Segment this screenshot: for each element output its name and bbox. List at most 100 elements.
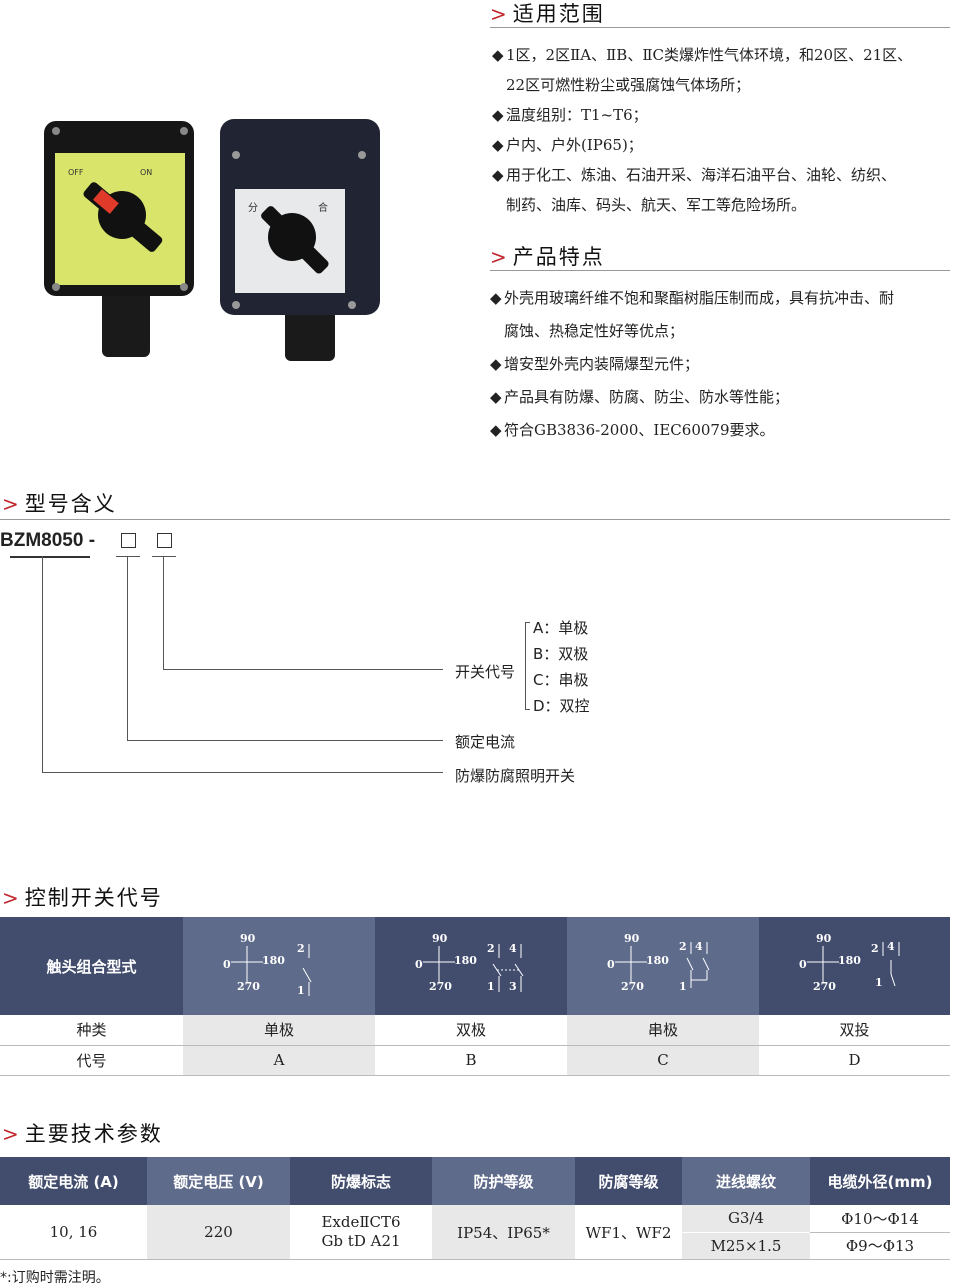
switch-option-b: B：双极 [533, 645, 589, 663]
model-divider [0, 519, 950, 520]
features-section-title: >产品特点 [490, 241, 605, 271]
terminal-1: 1 [679, 980, 687, 993]
chevron-right-icon: > [490, 2, 509, 26]
column-header: 额定电压 (V) [147, 1157, 290, 1205]
terminal-4: 4 [887, 940, 895, 953]
kind-row-label: 种类 [76, 1021, 107, 1040]
list-item-text: 温度组别：T1~T6； [506, 106, 648, 124]
column-header: 防护等级 [432, 1157, 575, 1205]
ex-mark-line-2: Gb tD A21 [321, 1232, 401, 1250]
angle-0: 0 [607, 958, 615, 971]
list-item: ◆1区，2区ⅡA、ⅡB、ⅡC类爆炸性气体环境，和20区、21区、 [492, 40, 955, 70]
contact-diagram-single-pole: 90 0 180 270 2 1 [223, 932, 312, 997]
column-header: 防腐等级 [575, 1157, 682, 1205]
bullet-diamond-icon: ◆ [492, 46, 504, 64]
options-bracket-bottom [525, 709, 530, 710]
angle-0: 0 [415, 958, 423, 971]
protection-cell: IP54、IP65* [432, 1205, 575, 1259]
contact-diagram-series-pole: 90 0 180 270 2 1 4 [607, 932, 710, 993]
switch-code-connector-v [163, 556, 164, 670]
terminal-2: 2 [871, 942, 879, 955]
control-switch-table: 触头组合型式 90 0 180 270 2 1 90 [0, 917, 950, 1076]
list-item: ◆外壳用玻璃纤维不饱和聚酯树脂压制而成，具有抗冲击、耐 [490, 282, 955, 315]
list-item: ◆户内、户外(IP65)； [492, 130, 955, 160]
angle-180: 180 [454, 954, 477, 967]
list-item-continuation: 制药、油库、码头、航天、军工等危险场所。 [506, 196, 807, 214]
terminal-4: 4 [695, 940, 703, 953]
switch-code-connector-h [163, 669, 443, 670]
angle-90: 90 [624, 932, 640, 945]
params-section-title: >主要技术参数 [2, 1118, 163, 1148]
terminal-1: 1 [487, 980, 495, 993]
box2-underline [152, 556, 176, 557]
scope-title-text: 适用范围 [512, 2, 605, 26]
cable-cell: Φ9～Φ13 [845, 1237, 915, 1256]
left-off-text: OFF [68, 168, 84, 177]
model-code: BZM8050 - [0, 530, 96, 551]
thread-cell: G3/4 [682, 1205, 810, 1233]
list-item-continuation: 腐蚀、热稳定性好等优点； [504, 322, 685, 340]
code-cell: B [465, 1051, 477, 1069]
table-row: 代号 A B C D [0, 1045, 950, 1075]
right-on-text: 合 [318, 201, 328, 214]
model-title-text: 型号含义 [24, 492, 117, 516]
model-code-underline [10, 556, 90, 558]
thread-cell: M25×1.5 [682, 1232, 810, 1259]
chevron-right-icon: > [490, 245, 509, 269]
chevron-right-icon: > [2, 886, 21, 910]
left-switch-enclosure: OFF ON [44, 121, 194, 357]
list-item-text: 1区，2区ⅡA、ⅡB、ⅡC类爆炸性气体环境，和20区、21区、 [506, 46, 913, 64]
switch-option-a: A：单极 [533, 619, 589, 637]
column-header: 进线螺纹 [682, 1157, 810, 1205]
code-cell: A [183, 1045, 375, 1075]
terminal-3: 3 [509, 980, 517, 993]
product-name-connector-v [42, 556, 43, 773]
diagram-cell-d: 90 0 180 270 2 1 4 [759, 917, 950, 1015]
kind-cell: 单极 [183, 1015, 375, 1045]
column-header: 防爆标志 [290, 1157, 432, 1205]
diagram-cell-a: 90 0 180 270 2 1 [183, 917, 375, 1015]
rated-current-connector-h [127, 740, 443, 741]
list-item-text: 用于化工、炼油、石油开采、海洋石油平台、油轮、纺织、 [506, 166, 897, 184]
scope-list: ◆1区，2区ⅡA、ⅡB、ⅡC类爆炸性气体环境，和20区、21区、 22区可燃性粉… [492, 40, 955, 220]
params-title-text: 主要技术参数 [24, 1122, 163, 1146]
table-row: 触头组合型式 90 0 180 270 2 1 90 [0, 917, 950, 1015]
features-list: ◆外壳用玻璃纤维不饱和聚酯树脂压制而成，具有抗冲击、耐 腐蚀、热稳定性好等优点；… [490, 282, 955, 447]
ex-mark-cell: ExdeⅡCT6 Gb tD A21 [290, 1205, 432, 1259]
table-row: M25×1.5 Φ9～Φ13 [0, 1232, 950, 1259]
angle-270: 270 [429, 980, 452, 993]
bullet-diamond-icon: ◆ [490, 355, 502, 373]
params-bottom-rule [0, 1259, 950, 1260]
bullet-diamond-icon: ◆ [490, 388, 502, 406]
column-header: 电缆外径(mm) [810, 1157, 950, 1205]
list-item: ◆产品具有防爆、防腐、防尘、防水等性能； [490, 381, 955, 414]
chevron-right-icon: > [2, 492, 21, 516]
angle-0: 0 [223, 958, 231, 971]
control-title-text: 控制开关代号 [24, 886, 163, 910]
list-item: ◆增安型外壳内装隔爆型元件； [490, 348, 955, 381]
code-cell: C [567, 1045, 759, 1075]
anticorrosion-cell: WF1、WF2 [585, 1223, 672, 1242]
kind-cell: 双投 [839, 1021, 870, 1040]
footnote: *:订购时需注明。 [0, 1270, 110, 1286]
terminal-2: 2 [679, 940, 687, 953]
model-placeholder-box-2 [157, 533, 172, 548]
model-placeholder-box-1 [121, 533, 136, 548]
angle-270: 270 [237, 980, 260, 993]
bullet-diamond-icon: ◆ [490, 421, 502, 439]
contact-diagram-double-pole: 90 0 180 270 2 1 4 3 [415, 932, 524, 993]
chevron-right-icon: > [2, 1122, 21, 1146]
angle-270: 270 [621, 980, 644, 993]
switch-option-d: D：双控 [533, 697, 590, 715]
angle-180: 180 [262, 954, 285, 967]
product-name-connector-h [42, 772, 443, 773]
right-switch-enclosure: 分 合 [220, 119, 380, 361]
list-item-text: 增安型外壳内装隔爆型元件； [504, 355, 700, 373]
terminal-1: 1 [297, 984, 305, 997]
angle-180: 180 [646, 954, 669, 967]
left-on-text: ON [140, 168, 152, 177]
table-row: 种类 单极 双极 串极 双投 [0, 1015, 950, 1045]
scope-section-title: >适用范围 [490, 0, 605, 28]
model-section-title: >型号含义 [2, 488, 117, 518]
diagram-cell-c: 90 0 180 270 2 1 4 [567, 917, 759, 1015]
